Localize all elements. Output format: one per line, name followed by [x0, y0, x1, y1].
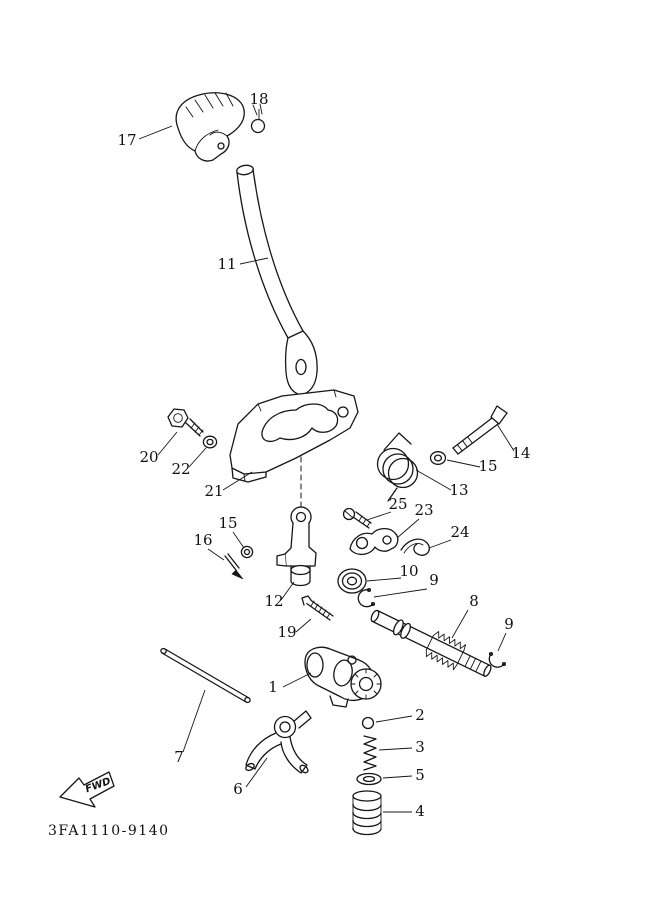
part-label-13: 13	[449, 481, 468, 499]
part-4-spring	[352, 790, 382, 836]
part-22-washer	[202, 435, 218, 449]
part-label-6: 6	[233, 780, 243, 798]
part-17-shift-pedal	[175, 92, 245, 162]
part-25-screw	[342, 507, 372, 529]
part-label-3: 3	[415, 738, 425, 756]
part-24-clip-spring	[400, 538, 430, 556]
part-label-1: 1	[268, 678, 278, 696]
part-12-shift-arm	[276, 506, 317, 587]
part-16-pin	[224, 553, 244, 580]
part-19-screw	[301, 595, 334, 621]
part-label-9-upper: 9	[429, 571, 439, 589]
part-label-21: 21	[204, 482, 223, 500]
part-label-15-right: 15	[478, 457, 497, 475]
part-1-shift-cam-assembly	[304, 646, 382, 708]
part-14-bolt	[452, 405, 508, 455]
fwd-label: FWD	[84, 776, 112, 795]
part-label-19: 19	[277, 623, 296, 641]
part-label-10: 10	[399, 562, 418, 580]
part-23-stopper-lever	[349, 527, 399, 556]
part-label-18: 18	[249, 90, 268, 108]
part-label-24: 24	[450, 523, 469, 541]
part-label-7: 7	[174, 748, 184, 766]
fwd-indicator: FWD	[59, 771, 115, 808]
leader-lines	[138, 109, 515, 813]
part-label-11: 11	[217, 255, 236, 273]
part-label-17: 17	[117, 131, 136, 149]
part-2-ball	[361, 716, 375, 730]
part-21-cover-plate	[229, 389, 359, 483]
part-9-circlip-upper	[357, 587, 376, 608]
part-9-circlip-lower	[488, 651, 507, 668]
part-label-8: 8	[469, 592, 479, 610]
part-label-22: 22	[171, 460, 190, 478]
part-18-ball	[250, 103, 266, 134]
part-10-bearing	[337, 568, 367, 594]
part-label-15-left: 15	[218, 514, 237, 532]
part-label-14: 14	[511, 444, 530, 462]
part-label-12: 12	[264, 592, 283, 610]
part-label-16: 16	[193, 531, 212, 549]
part-7-guide-bar	[160, 647, 251, 704]
part-3-spring	[363, 735, 377, 771]
part-8-shift-shaft	[370, 609, 492, 677]
part-5-washer	[356, 772, 382, 786]
part-label-20: 20	[139, 448, 158, 466]
part-13-torsion-spring	[376, 432, 419, 502]
part-15-washer-right	[429, 451, 447, 465]
part-label-5: 5	[415, 766, 425, 784]
part-15-washer-left	[240, 545, 254, 559]
part-code: 3FA1110-9140	[48, 823, 170, 839]
part-label-23: 23	[414, 501, 433, 519]
part-label-2: 2	[415, 706, 425, 724]
part-label-9-lower: 9	[504, 615, 514, 633]
part-label-25: 25	[388, 495, 407, 513]
part-11-shift-lever	[236, 164, 318, 509]
part-labels: 18 17 11 20 22 21 14 15 13 25 23 15 16 2…	[117, 90, 530, 820]
part-6-shift-fork	[245, 710, 312, 774]
part-20-bolt	[167, 408, 204, 437]
part-label-4: 4	[415, 802, 425, 820]
